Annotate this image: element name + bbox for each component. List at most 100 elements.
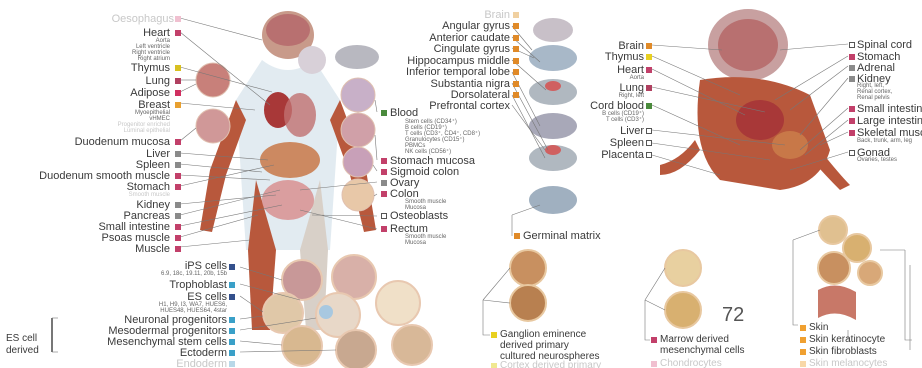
neurosphere-illustration	[483, 250, 546, 335]
marker-germinal	[514, 233, 520, 239]
marker-fetal-small	[849, 106, 855, 112]
marker-chondrocytes	[651, 361, 657, 367]
marker-es	[229, 294, 235, 300]
sub-fetal-gonad: Ovaries, testes	[857, 157, 897, 164]
sub-breast-luminal: Luminal epithelial	[124, 128, 170, 135]
tissue-circle-stomach-mucosa	[341, 113, 375, 147]
marker-colon	[381, 191, 387, 197]
label-fetal-liver: Liver	[620, 125, 644, 137]
label-fetal-large-intestine: Large intestine	[857, 115, 922, 127]
marker-angular	[513, 23, 519, 29]
label-fetal-spinal-cord: Spinal cord	[857, 39, 912, 51]
sub-fetal-skeletal: Back, trunk, arm, leg	[857, 138, 912, 145]
marker-fetal-placenta	[646, 152, 652, 158]
label-skin: Skin	[809, 322, 828, 334]
label-fetal-thymus: Thymus	[605, 51, 644, 63]
label-adipose: Adipose	[130, 87, 170, 99]
label-skin-keratinocyte: Skin keratinocyte	[809, 334, 885, 346]
marker-ips	[229, 264, 235, 270]
label-angular-gyrus: Angular gyrus	[442, 20, 510, 32]
tissue-circle-blood	[341, 78, 375, 112]
label-trophoblast: Trophoblast	[169, 279, 227, 291]
marker-fetal-stomach	[849, 54, 855, 60]
marker-fetal-lung	[646, 85, 652, 91]
label-muscle: Muscle	[135, 243, 170, 255]
marker-osteoblasts	[381, 213, 387, 219]
marker-cingulate	[513, 46, 519, 52]
label-fetal-spleen: Spleen	[610, 137, 644, 149]
marker-trophoblast	[229, 282, 235, 288]
marker-fetal-spinal	[849, 42, 855, 48]
marker-adipose	[175, 90, 181, 96]
marker-oesophagus	[175, 16, 181, 22]
tissue-circle-duodenum	[196, 109, 230, 143]
marker-duodenum-mucosa	[175, 139, 181, 145]
marker-sigmoid	[381, 169, 387, 175]
marker-ovary	[381, 180, 387, 186]
label-thymus: Thymus	[131, 62, 170, 74]
sub-ips: 6.9, 18c, 19.11, 20b, 15b	[161, 271, 227, 278]
marker-thymus	[175, 65, 181, 71]
label-es-cell-derived: ES cell derived	[6, 333, 39, 357]
marker-fetal-thymus	[646, 54, 652, 60]
marker-stomach-mucosa	[381, 158, 387, 164]
sub-fetal-aorta: Aorta	[630, 75, 644, 82]
marker-fetal-liver	[646, 128, 652, 134]
label-osteoblasts: Osteoblasts	[390, 210, 448, 222]
marker-fetal-adrenal	[849, 65, 855, 71]
marker-hippocampus	[513, 58, 519, 64]
label-duodenum-mucosa: Duodenum mucosa	[75, 136, 170, 148]
marker-fetal-spleen	[646, 140, 652, 146]
sub-stomach-smooth: Smooth muscle	[129, 192, 170, 199]
marrow-illustration	[645, 250, 701, 340]
marker-inferior-temporal	[513, 69, 519, 75]
adult-liver	[260, 142, 320, 178]
marker-fetal-heart	[646, 67, 652, 73]
label-cingulate-gyrus: Cingulate gyrus	[434, 43, 510, 55]
label-neurospheres: Ganglion eminence derived primary cultur…	[500, 329, 600, 362]
label-lung: Lung	[146, 75, 170, 87]
marker-breast	[175, 102, 181, 108]
label-oesophagus: Oesophagus	[112, 13, 174, 25]
sub-fetal-kidney-3: Renal pelvis	[857, 95, 890, 102]
tissue-circle-brain	[298, 46, 326, 74]
marker-brain-faded	[513, 12, 519, 18]
marker-neuronal	[229, 317, 235, 323]
marker-endoderm	[229, 361, 235, 367]
marker-small-intestine	[175, 224, 181, 230]
label-fetal-small-intestine: Small intestine	[857, 103, 922, 115]
label-fetal-placenta: Placenta	[601, 149, 644, 161]
marker-stomach	[175, 184, 181, 190]
marker-cortex-faded	[491, 363, 497, 368]
marker-psoas	[175, 235, 181, 241]
marker-msc	[229, 339, 235, 345]
adult-intestine	[262, 180, 314, 220]
marker-blood	[381, 110, 387, 116]
marker-duodenum-smooth	[175, 173, 181, 179]
marker-kidney	[175, 202, 181, 208]
marker-substantia	[513, 81, 519, 87]
marker-fetal-brain	[646, 43, 652, 49]
marker-anterior-caudate	[513, 35, 519, 41]
label-cortex-derived: Cortex derived primary	[500, 360, 601, 368]
marker-fetal-cord	[646, 103, 652, 109]
marker-skin	[800, 325, 806, 331]
marker-marrow	[651, 337, 657, 343]
sub-fetal-cord-t: T cells (CD3⁺)	[606, 117, 644, 124]
fetal-illustration	[652, 9, 850, 190]
marker-heart	[175, 30, 181, 36]
label-germinal-matrix: Germinal matrix	[523, 230, 601, 242]
label-inferior-temporal: Inferior temporal lobe	[406, 66, 510, 78]
marker-skin-melanocytes	[800, 361, 806, 367]
marker-mesodermal	[229, 328, 235, 334]
label-marrow-derived: Marrow derived mesenchymal cells	[660, 334, 744, 356]
marker-pancreas	[175, 213, 181, 219]
marker-muscle	[175, 246, 181, 252]
marker-fetal-kidney	[849, 76, 855, 82]
marker-dorsolateral	[513, 92, 519, 98]
marker-neurospheres	[491, 332, 497, 338]
marker-fetal-skeletal	[849, 130, 855, 136]
label-endoderm: Endoderm	[176, 358, 227, 368]
marker-skin-fibroblasts	[800, 349, 806, 355]
